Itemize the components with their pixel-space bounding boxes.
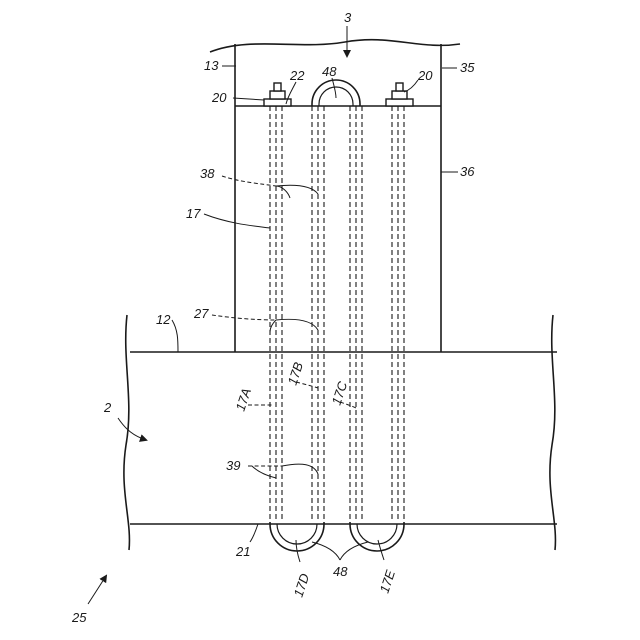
label-12: 12 [156,312,171,327]
terminal-left [264,83,291,106]
label-38: 38 [200,166,215,181]
terminal-right [386,83,413,106]
bottom-bends [270,522,404,551]
label-17: 17 [186,206,201,221]
label-17E: 17E [377,568,399,595]
label-27: 27 [193,306,209,321]
label-22: 22 [289,68,305,83]
heating-tubes [270,106,404,522]
label-48-bottom: 48 [333,564,348,579]
label-13: 13 [204,58,219,73]
label-3: 3 [344,10,352,25]
label-20-right: 20 [417,68,433,83]
leader-lines [88,26,458,604]
label-36: 36 [460,164,475,179]
lower-slab [124,315,557,550]
label-39: 39 [226,458,240,473]
label-17C: 17C [329,379,351,407]
label-17A: 17A [233,386,254,413]
label-2: 2 [103,400,112,415]
label-17B: 17B [285,360,307,387]
label-35: 35 [460,60,475,75]
label-20-left: 20 [211,90,227,105]
label-48-top: 48 [322,64,337,79]
label-17D: 17D [291,572,313,599]
label-21: 21 [235,544,250,559]
label-25: 25 [71,610,87,625]
